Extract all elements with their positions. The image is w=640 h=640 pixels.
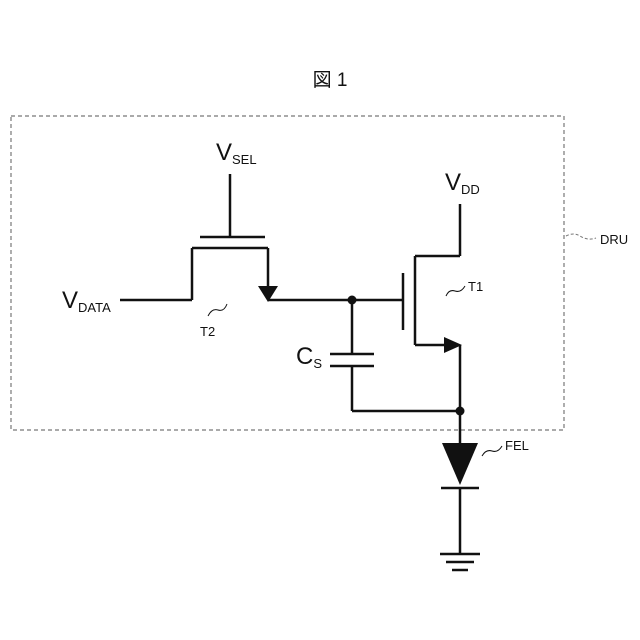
transistor-t1 [403,204,460,411]
cs-label: CS [296,343,322,371]
fel-diode-triangle [442,443,478,485]
ground-icon [440,554,480,570]
capacitor-cs [330,300,460,411]
dru-leader [566,234,596,239]
fel-leader [482,446,502,456]
transistor-t2 [192,174,268,300]
figure-title: 図 1 [313,70,348,91]
dru-label: DRU [600,232,628,247]
driver-unit-boundary [11,116,564,430]
fel-label: FEL [505,438,529,453]
t2-label: T2 [200,324,215,339]
t1-leader [446,286,465,296]
t1-label: T1 [468,279,483,294]
vsel-label: VSEL [216,139,257,167]
vdd-label: VDD [445,169,480,197]
t2-leader [208,304,227,316]
vdata-label: VDATA [62,287,111,315]
